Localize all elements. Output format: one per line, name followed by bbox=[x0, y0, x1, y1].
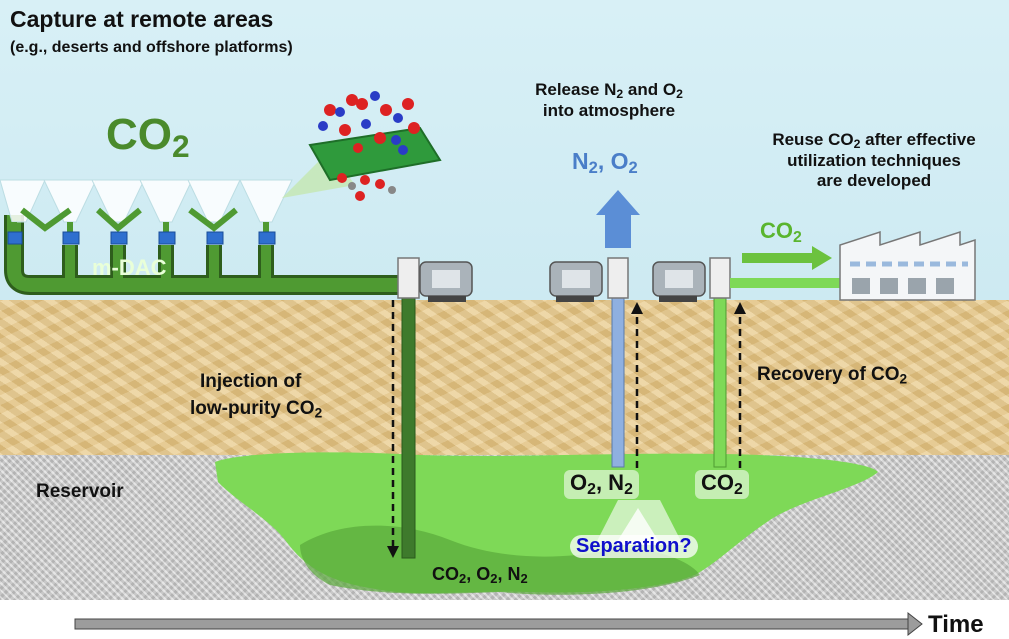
release-text: Release N2 and O2 into atmosphere bbox=[535, 80, 683, 121]
n2-o2-release-label: N2, O2 bbox=[572, 148, 638, 178]
injection-wellhead bbox=[397, 257, 420, 299]
injection-well-pipe bbox=[401, 261, 416, 559]
time-label: Time bbox=[928, 611, 984, 638]
release-up-arrow bbox=[596, 190, 640, 248]
mdac-funnels bbox=[0, 179, 293, 223]
co2-recovery-wellhead bbox=[709, 257, 731, 299]
factory-icon bbox=[839, 230, 976, 301]
mdac-blue-connectors bbox=[7, 231, 276, 245]
co2-outflow-pipe bbox=[730, 278, 850, 288]
page-subtitle: (e.g., deserts and offshore platforms) bbox=[10, 39, 293, 56]
compressor-injection bbox=[419, 261, 473, 302]
co2-big-label: CO2 bbox=[106, 110, 190, 164]
compressor-separation bbox=[549, 261, 603, 302]
compressor-recovery bbox=[652, 261, 706, 302]
separation-label: Separation? bbox=[570, 535, 698, 558]
reservoir-label: Reservoir bbox=[36, 481, 124, 502]
gas-mixture-label: CO2, O2, N2 bbox=[432, 564, 528, 587]
sand-layer bbox=[0, 300, 1009, 460]
mdac-label: m-DAC bbox=[92, 255, 167, 280]
recovery-text: Recovery of CO2 bbox=[757, 364, 908, 387]
gas-molecules bbox=[318, 91, 420, 201]
co2-transport-label: CO2 bbox=[760, 218, 802, 246]
reuse-text: Reuse CO2 after effective utilization te… bbox=[772, 130, 976, 191]
reservoir-dark-core bbox=[300, 525, 700, 595]
n2o2-wellhead bbox=[607, 257, 629, 299]
page-title: Capture at remote areas bbox=[10, 6, 274, 32]
o2-n2-reservoir-label: O2, N2 bbox=[564, 470, 639, 499]
mdac-branch-pipes bbox=[11, 207, 269, 234]
co2-reservoir-label: CO2 bbox=[695, 470, 749, 499]
injection-text: Injection of low-purity CO2 bbox=[190, 371, 323, 421]
co2-transport-arrow bbox=[742, 246, 832, 270]
timeline-arrow bbox=[74, 611, 923, 637]
